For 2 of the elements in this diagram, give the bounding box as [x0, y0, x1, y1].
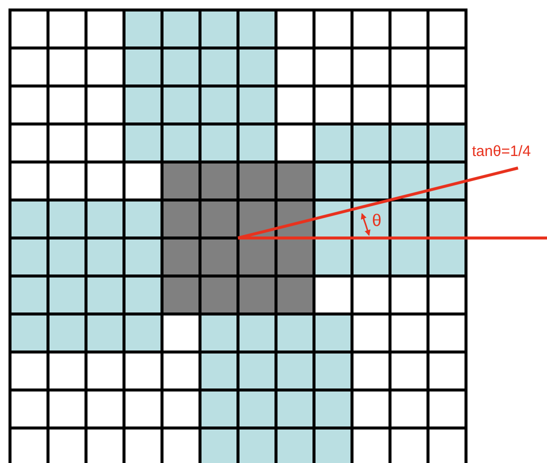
angle-label: θ — [372, 212, 382, 229]
formula-label: tanθ=1/4 — [472, 144, 531, 159]
